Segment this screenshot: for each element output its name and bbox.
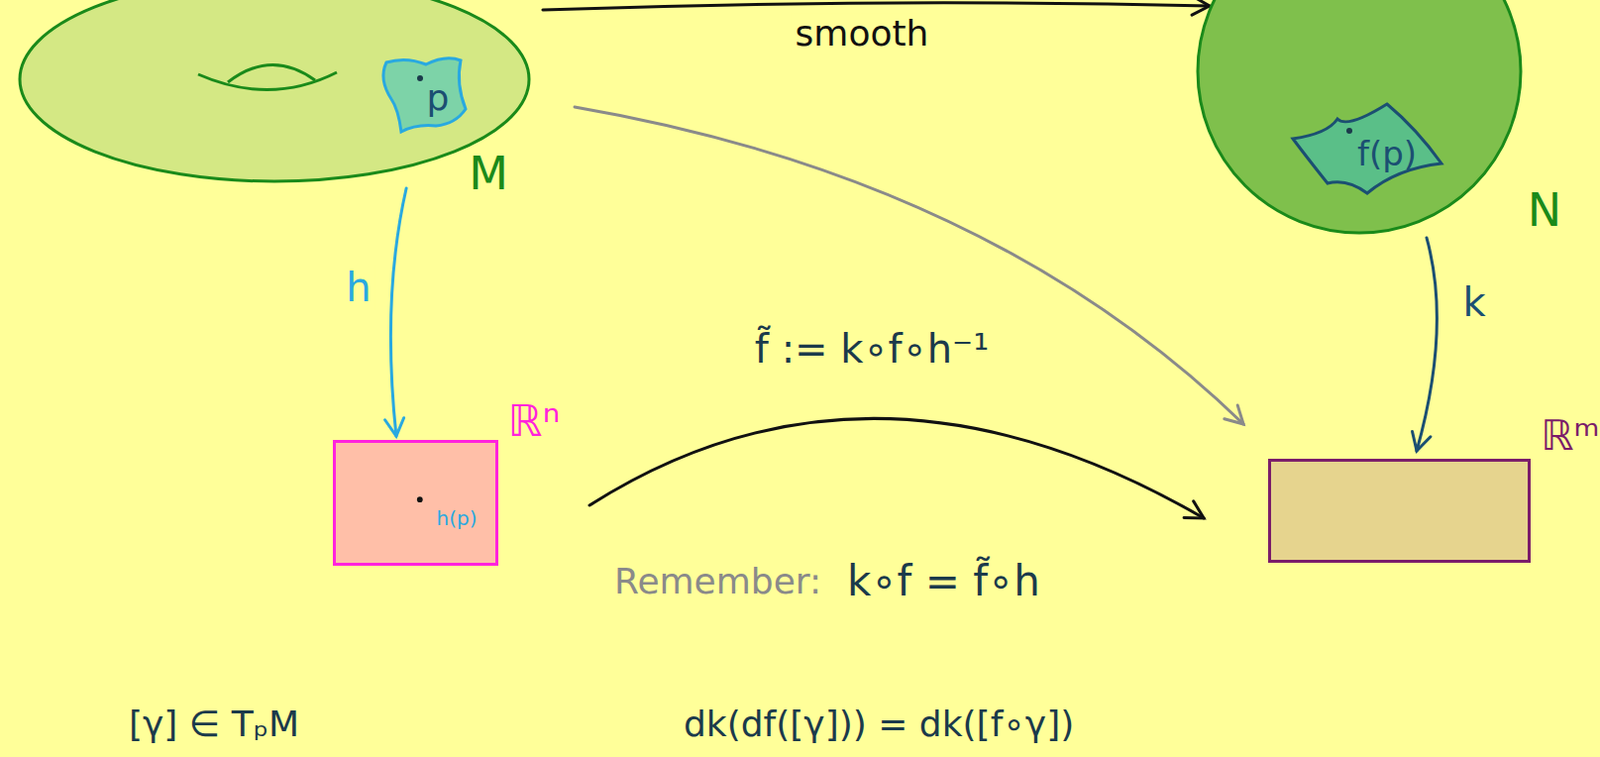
text-anchor: p [426, 77, 450, 118]
edge-label: f̃ := k∘f∘h⁻¹ [750, 325, 993, 372]
euclidean-box: ℝᵐ [1268, 458, 1531, 563]
equation: k∘f = f̃∘h [847, 556, 1041, 606]
edge-label-anchor: k [1458, 279, 1490, 325]
text-anchor: f(p) [1357, 134, 1417, 174]
shape-part [19, 0, 530, 182]
arrow-head [1183, 501, 1204, 519]
equation: dk(df([γ])) = dk([f∘γ]) [683, 703, 1074, 745]
connector-line [390, 188, 407, 436]
shape-part [417, 75, 424, 82]
space-name: ℝⁿ [508, 395, 560, 446]
shape-part [198, 72, 337, 91]
arrow-head [1224, 405, 1244, 425]
arrow-head [1191, 0, 1210, 15]
edge-label: h [341, 264, 375, 311]
torus-manifold: Mp [17, 0, 532, 184]
connector-line [589, 418, 1204, 519]
connector-arrow [574, 106, 1244, 425]
shape-outline [376, 54, 471, 134]
point-name: f(p) [1357, 133, 1417, 174]
text-anchor: M [468, 147, 509, 201]
edge-label-anchor: h [341, 264, 375, 311]
arrow-head [1412, 431, 1431, 451]
shape-part [227, 64, 316, 83]
manifold-name: M [468, 146, 509, 201]
text-anchor: h(p) [436, 507, 478, 531]
shape-part [417, 496, 424, 503]
chart-patch: p [376, 54, 471, 134]
chart-patch: f(p) [1287, 99, 1447, 199]
connector-arrow [1412, 237, 1438, 451]
shape-part [1346, 127, 1353, 134]
shape-part [383, 58, 466, 132]
connector-arrow [589, 418, 1204, 519]
shape-outline [1271, 461, 1528, 560]
text-anchor: ℝᵐ [1540, 412, 1600, 460]
connector-arrow [385, 188, 408, 436]
edge-label: smooth [791, 12, 934, 54]
edge-label-anchor: f̃ := k∘f∘h⁻¹ [750, 325, 993, 372]
point-name: h(p) [436, 506, 478, 531]
edge-label: k [1458, 279, 1490, 325]
sphere-manifold: Nf(p) [1195, 0, 1523, 235]
point-name: p [426, 77, 450, 118]
shape-outline [335, 442, 496, 563]
note-text: Remember: [614, 560, 822, 602]
connector-line [574, 106, 1244, 425]
connector-line [1416, 237, 1437, 451]
manifold-name: N [1527, 183, 1562, 237]
space-name: ℝᵐ [1540, 411, 1600, 460]
shape-part [1292, 104, 1442, 194]
shape-part [1197, 0, 1521, 233]
equation: [γ] ∈ TₚM [128, 703, 300, 745]
text-anchor: ℝⁿ [508, 396, 560, 447]
edge-label-anchor: smooth [791, 12, 934, 54]
arrow-head [385, 418, 405, 436]
euclidean-box: ℝⁿh(p) [332, 439, 499, 566]
connector-line [542, 2, 1210, 10]
text-anchor: N [1527, 184, 1562, 237]
